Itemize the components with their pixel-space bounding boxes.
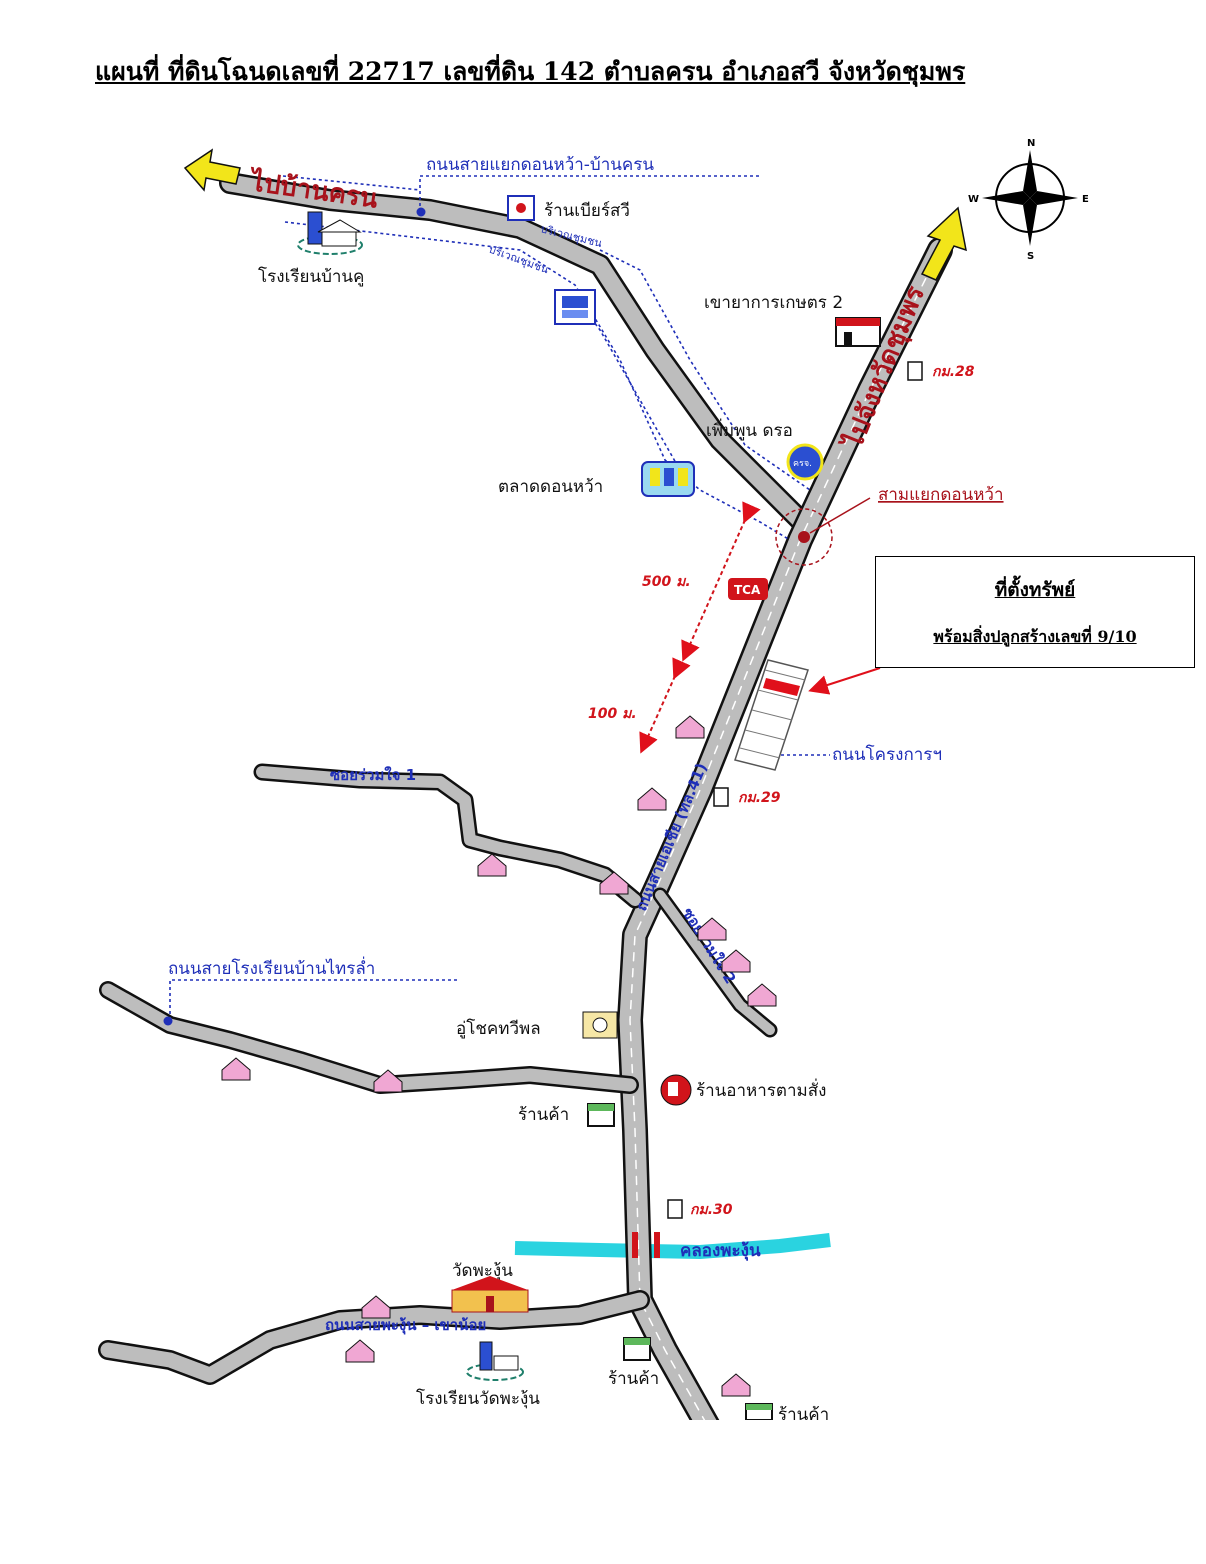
label-restaurant: ร้านอาหารตามสั่ง [696, 1078, 826, 1101]
arrow-to-chumphon [920, 206, 967, 281]
compass-s: S [1027, 251, 1034, 262]
label-phoem-phun: เพิ่มพูน ดรอ [706, 418, 793, 441]
label-don-wa-ban-khron: ถนนสายแยกดอนหว้า-บ้านครน [426, 155, 654, 175]
community-icon [554, 289, 596, 325]
garage-icon [582, 1011, 618, 1039]
compass-n: N [1027, 138, 1035, 149]
distance-100m-line [639, 657, 691, 754]
beer-shop-icon [507, 195, 535, 221]
property-subtitle: พร้อมสิ่งปลูกสร้างเลขที่ 9/10 [933, 627, 1137, 646]
label-km30: กม.30 [690, 1202, 733, 1218]
label-shop-1: ร้านค้า [518, 1105, 569, 1125]
compass-rose-icon: N S E W [968, 138, 1089, 262]
bank-logo-icon: ครจ. [786, 443, 824, 481]
label-soi-ruam-jai-1: ซอยร่วมใจ 1 [330, 766, 416, 784]
property-pointer-arrow [808, 667, 881, 695]
label-sai-la: ถนนสายโรงเรียนบ้านไทรล่ำ [168, 956, 375, 979]
property-title: ที่ตั้งทรัพย์ [994, 579, 1076, 601]
svg-text:ครจ.: ครจ. [793, 459, 812, 469]
label-khao-ya-kaset: เขายาการเกษตร 2 [704, 293, 843, 313]
km30-post-icon [667, 1199, 683, 1219]
compass-e: E [1082, 194, 1089, 205]
tca-logo-icon: TCA [728, 578, 768, 600]
label-beer-shop: ร้านเบียร์สวี [544, 201, 630, 221]
shop-icon-1 [587, 1103, 615, 1127]
junction-marker [775, 497, 871, 566]
label-phangun-khao-noi: ถนนสายพะงุ้น – เขาน้อย [325, 1316, 486, 1335]
restaurant-icon [660, 1074, 692, 1106]
label-shop-2: ร้านค้า [608, 1369, 659, 1389]
property-plot [734, 659, 809, 771]
label-school-ban-khu: โรงเรียนบ้านคู [258, 266, 364, 287]
label-junction-don-wa: สามแยกดอนหว้า [878, 485, 1004, 505]
road-network [98, 172, 953, 1443]
school-wat-phangun-icon [466, 1341, 524, 1381]
house-icons [221, 715, 777, 1397]
map-bottom-edge [0, 1420, 1206, 1564]
building-khao-ya-icon [835, 317, 881, 347]
temple-icon [451, 1276, 529, 1313]
svg-text:TCA: TCA [734, 583, 761, 597]
market-don-wa-icon [641, 461, 695, 497]
label-asian-highway: ถนนสายเอเชีย (ทล.41) [632, 760, 711, 913]
canal-phangun [514, 1233, 831, 1260]
label-km28: กม.28 [932, 364, 975, 380]
label-km29: กม.29 [738, 790, 781, 806]
property-info-box: ที่ตั้งทรัพย์ พร้อมสิ่งปลูกสร้างเลขที่ 9… [875, 556, 1195, 668]
label-school-wat-phangun: โรงเรียนวัดพะงุ้น [416, 1388, 540, 1409]
label-project-road: ถนนโครงการฯ [832, 744, 942, 765]
shop-icon-2 [623, 1337, 651, 1361]
school-ban-khu-icon [297, 211, 363, 255]
label-500m: 500 ม. [642, 574, 691, 590]
shop-icon-3 [745, 1403, 773, 1421]
page-title: แผนที่ ที่ดินโฉนดเลขที่ 22717 เลขที่ดิน … [95, 57, 966, 86]
label-wat-phangun: วัดพะงุ้น [452, 1261, 513, 1281]
km28-post-icon [907, 361, 923, 381]
label-garage: อู่โชคทวีพล [456, 1018, 541, 1039]
compass-w: W [968, 194, 979, 205]
label-canal: คลองพะงุ้น [680, 1241, 761, 1261]
bridge-icon [632, 1232, 660, 1258]
label-100m: 100 ม. [588, 706, 637, 722]
km29-post-icon [713, 787, 729, 807]
arrow-to-ban-khron [183, 148, 241, 192]
label-market-don-wa: ตลาดดอนหว้า [498, 477, 603, 497]
